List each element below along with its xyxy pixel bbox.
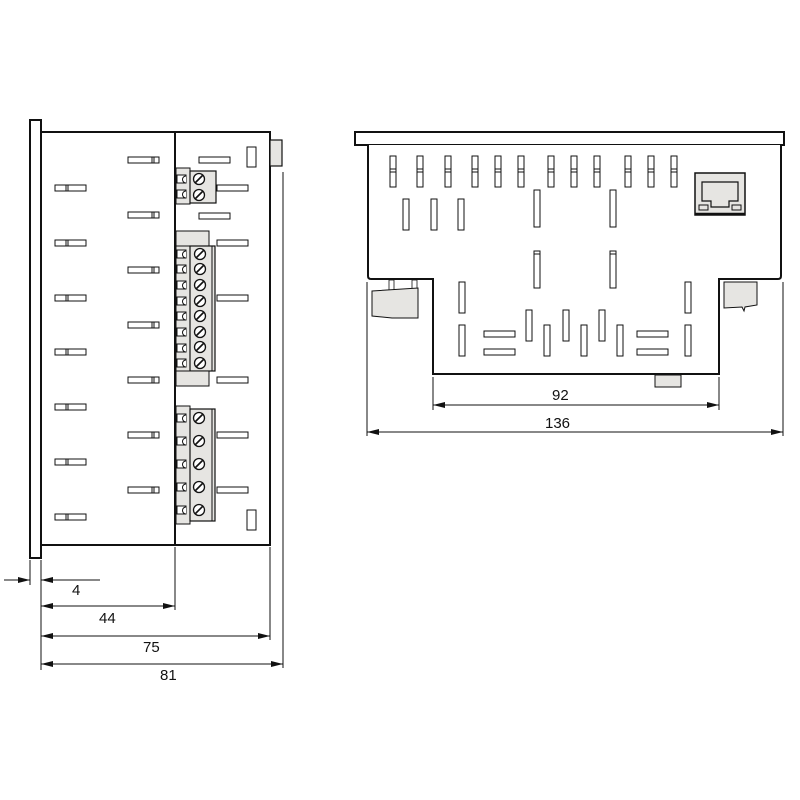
dimension-44: 44 <box>41 603 175 627</box>
screw-icon <box>192 172 206 186</box>
middle-vent-slots <box>402 189 617 289</box>
lower-vent-slots <box>458 281 692 357</box>
dimension-81-label: 81 <box>160 667 177 684</box>
front-bezel <box>29 119 42 559</box>
dimension-136-label: 136 <box>545 415 570 432</box>
dimension-81: 81 <box>41 661 283 684</box>
housing-front-section <box>40 131 176 546</box>
top-view: 92 136 <box>354 131 785 436</box>
screw-icon <box>192 188 206 202</box>
dimension-75-label: 75 <box>143 639 160 656</box>
left-clip <box>371 279 419 319</box>
terminal-block-2pin <box>175 167 217 205</box>
side-connector <box>269 139 283 167</box>
dimension-136: 136 <box>367 415 783 435</box>
dimension-4: 4 <box>4 577 100 599</box>
top-front-bezel <box>354 131 785 146</box>
right-clip <box>723 281 758 313</box>
dimension-92: 92 <box>433 387 719 408</box>
rear-vent-slots <box>198 146 257 531</box>
side-view: 4 44 75 81 <box>4 119 284 684</box>
bottom-connector <box>654 374 682 388</box>
terminal-block-8pin <box>175 230 216 387</box>
dimension-4-label: 4 <box>72 582 80 599</box>
rj45-ethernet-port-icon <box>694 172 746 216</box>
dimension-92-label: 92 <box>552 387 569 404</box>
top-housing-outline <box>367 145 782 375</box>
dimension-75: 75 <box>41 633 270 656</box>
dimension-44-label: 44 <box>99 610 116 627</box>
terminal-block-5pin <box>175 405 216 525</box>
